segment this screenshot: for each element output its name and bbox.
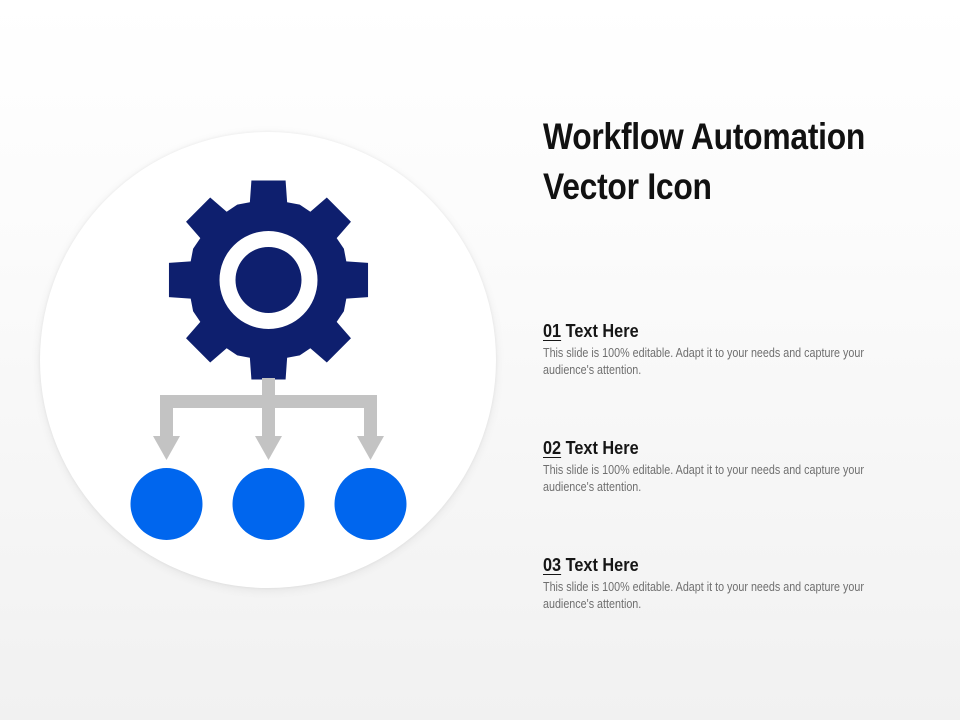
item-description: This slide is 100% editable. Adapt it to… (543, 346, 864, 377)
branch-arrows (153, 378, 384, 460)
arrow-right-head (357, 436, 384, 460)
arrow-left-shaft (160, 395, 173, 437)
text-item-1: 01 Text Here This slide is 100% editable… (543, 320, 923, 378)
output-node-3 (334, 468, 407, 540)
arrow-left-head (153, 436, 180, 460)
slide-title-line-1: Workflow Automation (543, 116, 866, 157)
item-description: This slide is 100% editable. Adapt it to… (543, 463, 864, 494)
arrow-center-shaft (262, 395, 275, 437)
item-description: This slide is 100% editable. Adapt it to… (543, 580, 864, 611)
output-nodes (130, 468, 407, 540)
item-number: 03 (543, 554, 562, 575)
item-number: 02 (543, 437, 562, 458)
item-heading-text: Text Here (565, 554, 639, 575)
arrow-right-shaft (364, 395, 377, 437)
item-heading: 02 Text Here (543, 437, 877, 459)
output-node-1 (130, 468, 203, 540)
item-heading-text: Text Here (565, 320, 639, 341)
slide-title-line-2: Vector Icon (543, 166, 712, 207)
slide-title: Workflow Automation Vector Icon (543, 112, 887, 212)
item-number: 01 (543, 320, 562, 341)
item-heading: 03 Text Here (543, 554, 877, 576)
output-node-2 (232, 468, 305, 540)
gear-icon (168, 180, 369, 380)
text-item-2: 02 Text Here This slide is 100% editable… (543, 437, 923, 495)
text-item-3: 03 Text Here This slide is 100% editable… (543, 554, 923, 612)
item-heading: 01 Text Here (543, 320, 877, 342)
arrow-center-head (255, 436, 282, 460)
item-heading-text: Text Here (565, 437, 639, 458)
